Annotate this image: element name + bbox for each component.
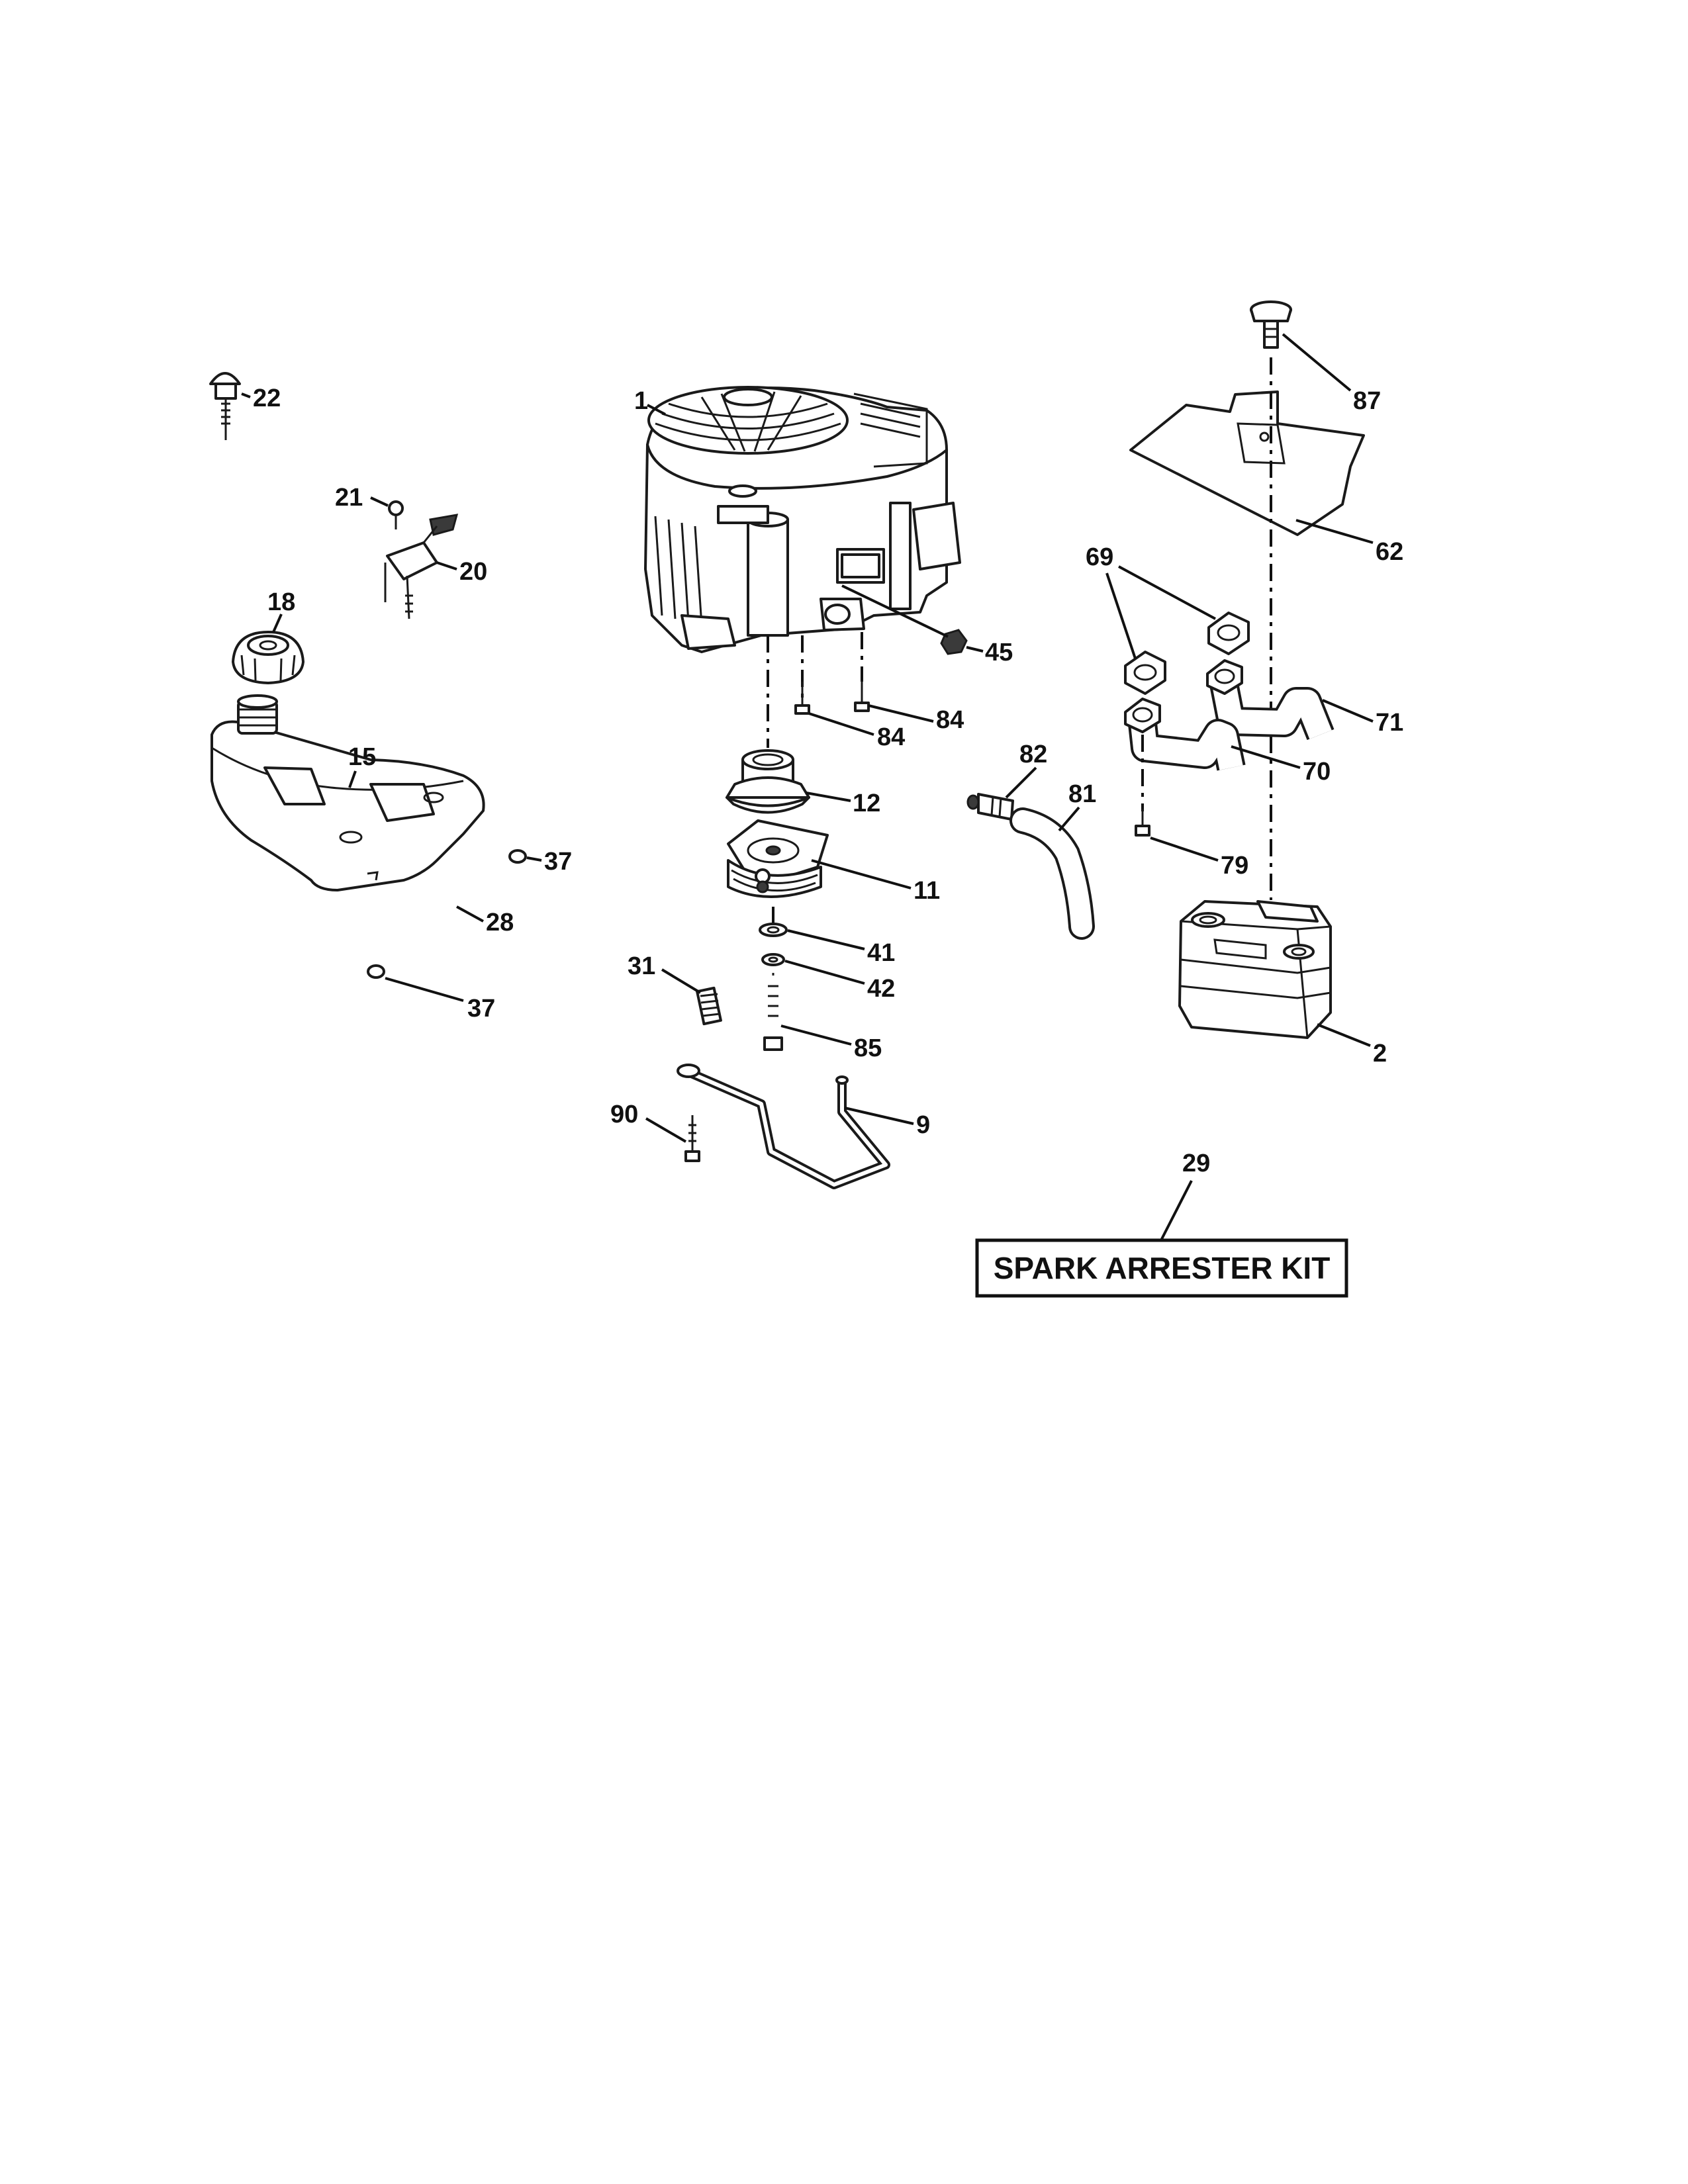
callout-20: 20 xyxy=(459,558,487,586)
callout-45: 45 xyxy=(985,639,1013,666)
leader-11 xyxy=(811,859,912,889)
leader-31 xyxy=(661,968,702,994)
callout-71: 71 xyxy=(1376,709,1403,737)
part-1-engine xyxy=(644,386,961,653)
part-37-clamp-lower xyxy=(367,964,385,979)
leader-71 xyxy=(1322,699,1374,723)
leader-90 xyxy=(645,1117,687,1143)
part-71-exhaust-pipe xyxy=(1206,659,1335,741)
callout-85: 85 xyxy=(854,1034,882,1062)
leader-2 xyxy=(1317,1023,1371,1047)
leader-21 xyxy=(370,496,389,507)
part-69-gasket-a xyxy=(1124,651,1166,695)
leader-37b xyxy=(385,977,464,1002)
callout-29: 29 xyxy=(1182,1150,1210,1177)
part-62-heat-shield xyxy=(1129,390,1365,536)
leader-41 xyxy=(787,929,865,950)
callout-79: 79 xyxy=(1221,852,1248,880)
part-11-clutch xyxy=(727,819,829,898)
callout-81: 81 xyxy=(1068,780,1096,808)
leader-84b xyxy=(868,704,934,723)
leader-12 xyxy=(806,792,851,802)
part-84-bolt-b xyxy=(854,680,870,712)
callout-84b: 84 xyxy=(936,706,964,734)
part-9-bracket xyxy=(677,1064,890,1189)
leader-84a xyxy=(808,712,874,736)
leader-15 xyxy=(348,770,357,788)
leader-28 xyxy=(456,905,484,923)
part-31-spring xyxy=(696,986,722,1026)
part-2-muffler xyxy=(1178,900,1332,1039)
part-70-exhaust-pipe xyxy=(1124,698,1246,771)
callout-62: 62 xyxy=(1376,538,1403,566)
callout-1: 1 xyxy=(634,387,648,415)
spark-arrester-kit-label: SPARK ARRESTER KIT xyxy=(994,1251,1331,1285)
leader-20 xyxy=(436,561,457,570)
leader-29 xyxy=(1160,1180,1193,1241)
callout-28: 28 xyxy=(486,909,514,936)
part-21-screw xyxy=(388,500,404,529)
leader-87 xyxy=(1282,333,1352,392)
leader-81 xyxy=(1058,806,1080,832)
leader-62 xyxy=(1295,519,1374,544)
part-85-bolt xyxy=(763,973,783,1051)
leader-37a xyxy=(526,856,542,862)
leader-85 xyxy=(780,1024,852,1046)
callout-42: 42 xyxy=(867,975,895,1003)
callout-37b: 37 xyxy=(467,995,495,1023)
callout-2: 2 xyxy=(1373,1040,1387,1068)
leader-45-engine xyxy=(841,584,949,638)
callout-90: 90 xyxy=(610,1101,638,1128)
leader-22 xyxy=(241,392,251,398)
part-15-fuel-tank xyxy=(211,694,485,891)
part-90-bolt xyxy=(684,1115,700,1162)
callout-69: 69 xyxy=(1086,543,1113,571)
callout-12: 12 xyxy=(853,790,880,817)
callout-87: 87 xyxy=(1353,387,1381,415)
part-79-bolt xyxy=(1135,809,1150,837)
part-84-bolt-a xyxy=(794,682,810,715)
callout-37a: 37 xyxy=(544,848,572,876)
part-22-button xyxy=(209,372,241,440)
callout-22: 22 xyxy=(253,385,281,412)
leader-79 xyxy=(1150,837,1219,862)
callout-31: 31 xyxy=(628,952,655,980)
leader-69a xyxy=(1105,572,1137,659)
leader-1 xyxy=(647,404,666,416)
part-41-washer xyxy=(759,923,788,937)
part-82-breather xyxy=(966,793,1014,821)
leader-82 xyxy=(1005,766,1037,799)
part-45-nut xyxy=(940,629,968,655)
callout-11: 11 xyxy=(914,877,940,905)
leader-18 xyxy=(272,614,283,633)
part-81-hose xyxy=(1009,807,1095,940)
callout-84a: 84 xyxy=(877,723,905,751)
part-20-throttle-control xyxy=(384,514,459,619)
part-12-pulley xyxy=(726,749,810,814)
callout-70: 70 xyxy=(1303,758,1331,786)
leader-42 xyxy=(784,960,865,985)
callout-9: 9 xyxy=(916,1111,930,1139)
callout-15: 15 xyxy=(348,743,376,771)
spark-arrester-kit-box: SPARK ARRESTER KIT xyxy=(975,1238,1348,1298)
part-87-bolt xyxy=(1250,300,1292,349)
callout-82: 82 xyxy=(1019,741,1047,768)
leader-9 xyxy=(844,1107,914,1125)
part-37-clamp-upper xyxy=(508,849,527,864)
callout-18: 18 xyxy=(267,588,295,616)
part-28-fuel-line xyxy=(377,859,511,969)
leader-45 xyxy=(966,646,984,653)
part-18-fuel-cap xyxy=(232,631,305,684)
callout-21: 21 xyxy=(335,484,363,512)
part-42-washer xyxy=(761,953,785,966)
leader-70 xyxy=(1231,745,1301,769)
callout-41: 41 xyxy=(867,939,895,967)
leader-69b xyxy=(1118,565,1216,620)
part-69-gasket-b xyxy=(1207,612,1250,655)
